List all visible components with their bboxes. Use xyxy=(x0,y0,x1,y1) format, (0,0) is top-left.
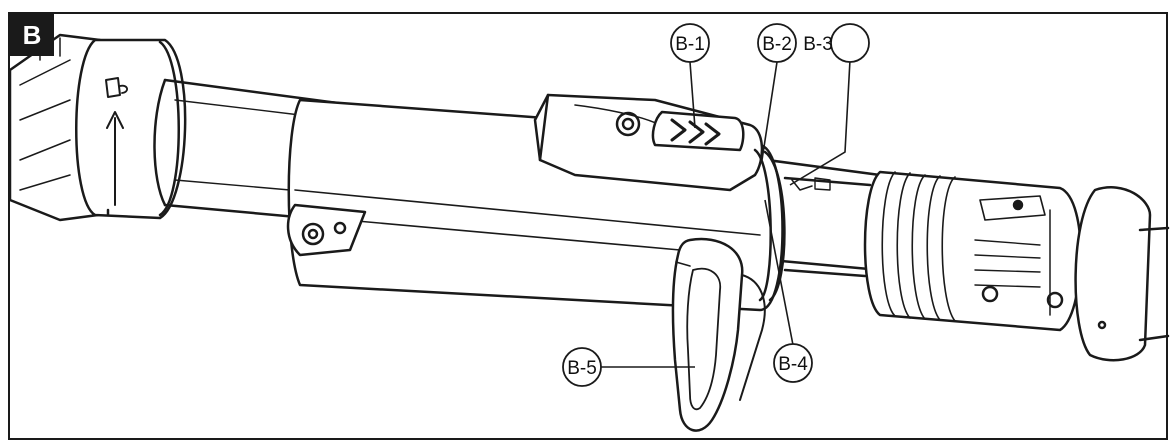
callout-circle-b3 xyxy=(830,23,870,63)
locking-collar xyxy=(75,38,187,220)
panel-label-badge: B xyxy=(10,14,54,56)
callout-label-b5: B-5 xyxy=(567,358,597,379)
end-cap xyxy=(1074,186,1170,362)
callout-label-b2: B-2 xyxy=(762,34,792,55)
mounting-lug xyxy=(286,203,367,257)
unlock-arrow-icon xyxy=(105,77,128,206)
ribbed-coupling xyxy=(863,170,1082,332)
leader-b2 xyxy=(761,61,778,161)
leader-b4 xyxy=(764,199,794,346)
callout-circle-b4 xyxy=(773,343,813,383)
leader-lines xyxy=(601,59,851,368)
auxiliary-handle xyxy=(671,237,766,432)
callout-label-b4: B-4 xyxy=(778,354,808,375)
callout-circle-b1 xyxy=(670,23,710,63)
leader-b3 xyxy=(789,59,851,186)
release-button xyxy=(651,110,745,152)
callout-label-b3: B-3 xyxy=(803,34,833,55)
leader-b1 xyxy=(689,61,696,129)
callout-circle-b5 xyxy=(562,347,602,387)
callout-circle-b2 xyxy=(757,23,797,63)
callout-label-b1: B-1 xyxy=(675,34,705,55)
